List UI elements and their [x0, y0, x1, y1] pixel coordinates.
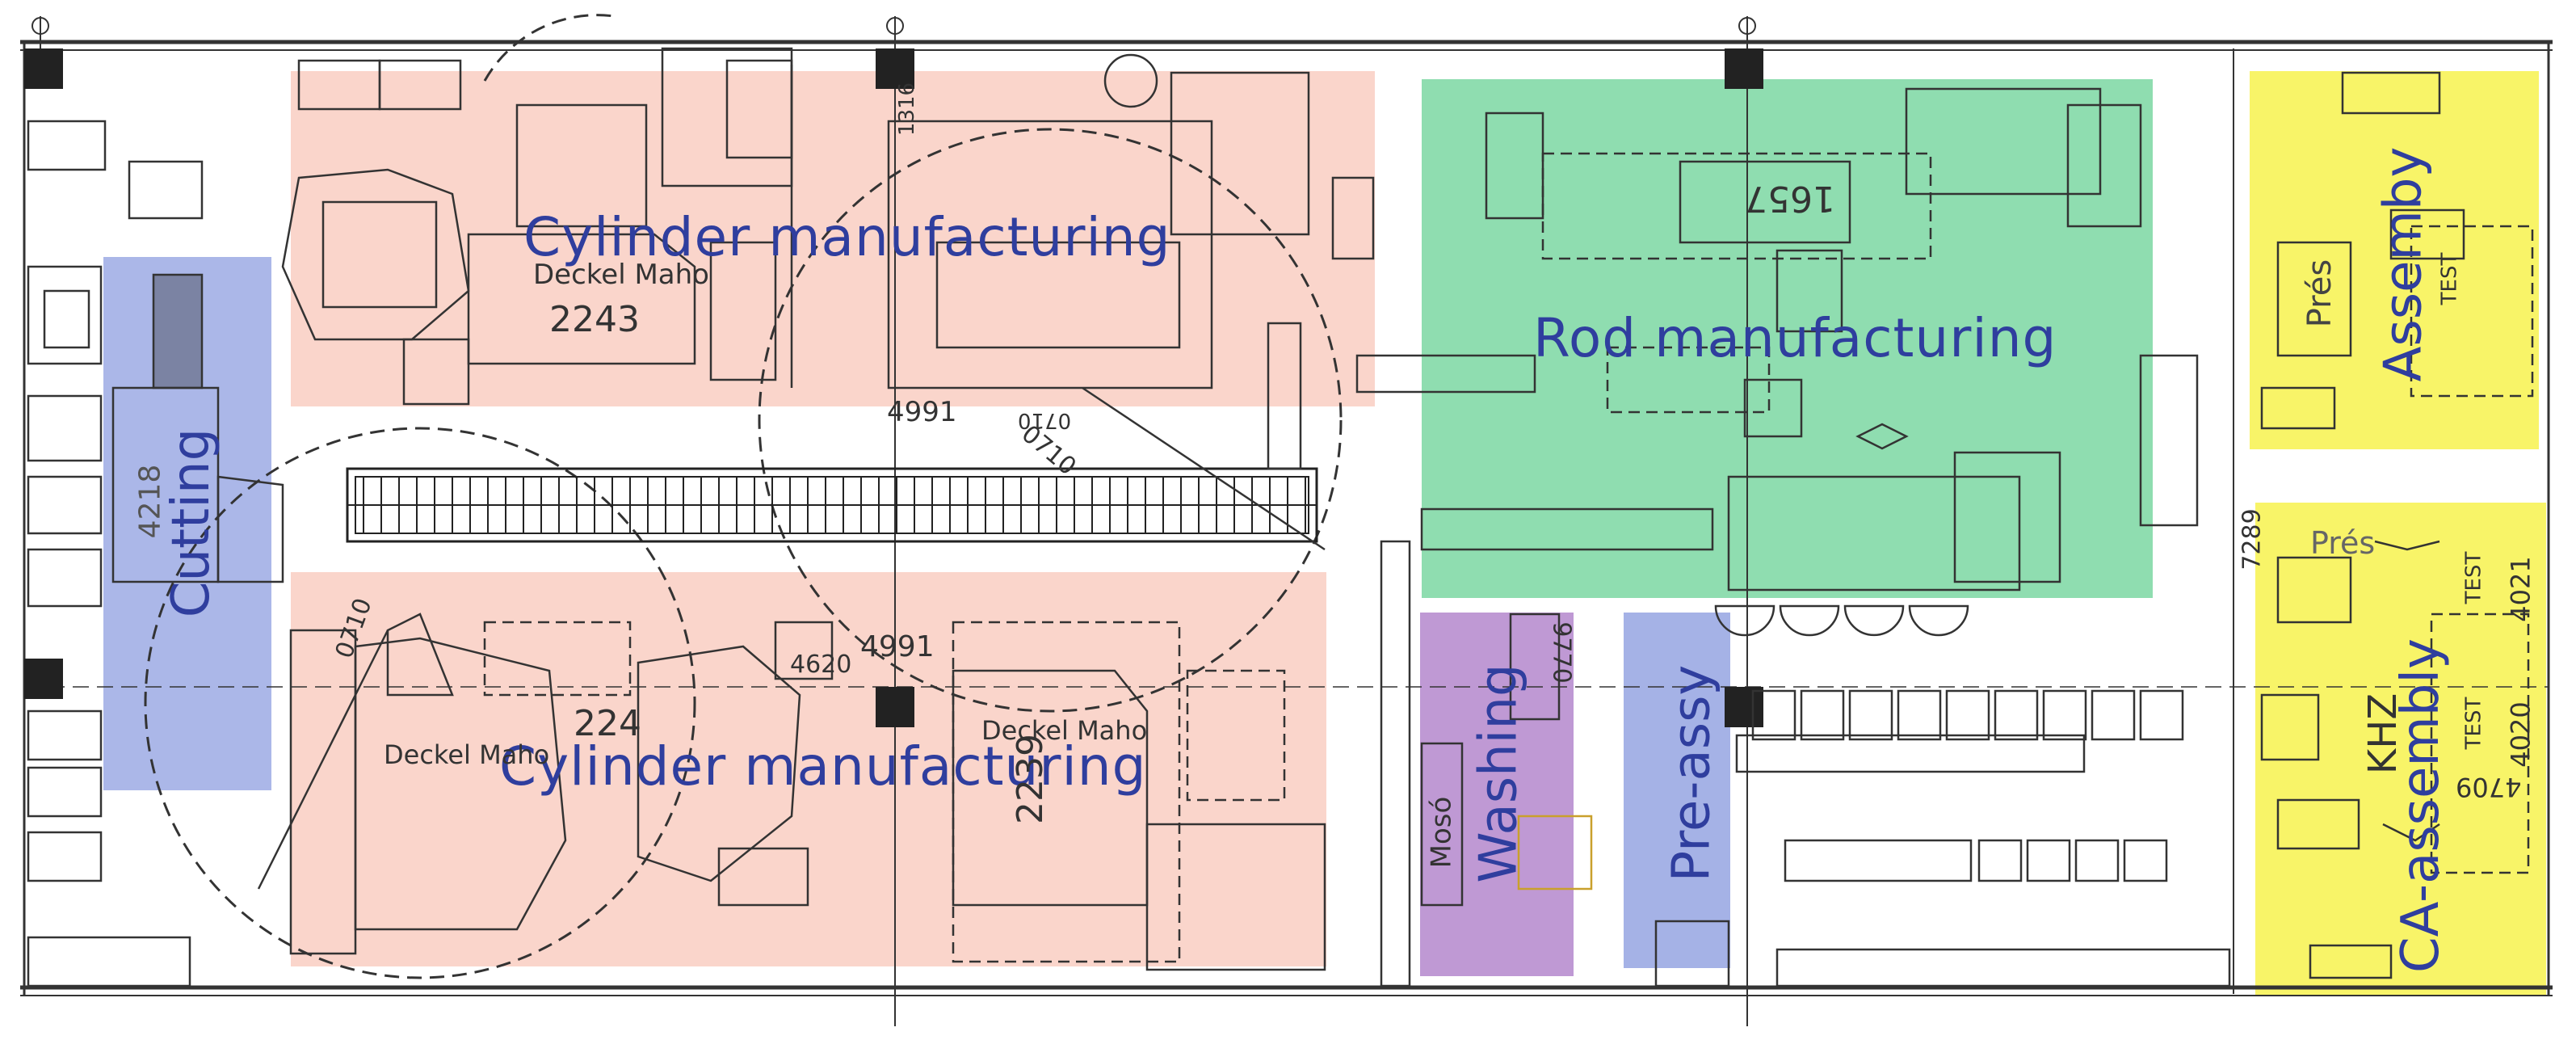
- zone-label-assembly-bottom: CA-assembly: [2391, 638, 2452, 974]
- zone-preassy: [1624, 613, 1730, 968]
- machine-number-4991-mid: 4991: [860, 630, 935, 663]
- machine-label-test-1: TEST: [2437, 252, 2462, 305]
- zone-assembly-top: [2250, 71, 2539, 449]
- machine-number-4218: 4218: [133, 464, 167, 539]
- zone-label-washing: Washing: [1469, 663, 1529, 883]
- machine-label-test-2: TEST: [2461, 551, 2486, 604]
- conveyor: [346, 467, 1318, 543]
- cylinder-bottom-machines: [257, 613, 1326, 971]
- zone-label-rod: Rod manufacturing: [1533, 307, 2057, 369]
- machine-number-2243: 2243: [549, 299, 640, 340]
- machine-label-pres-bottom: Prés: [2310, 525, 2376, 561]
- zone-label-cylinder-bottom: Cylinder manufacturing: [499, 735, 1147, 798]
- machine-number-4021: 4021: [2505, 556, 2536, 622]
- zone-cylinder-top: [291, 71, 1375, 406]
- machine-label-khz: KHZ: [2360, 693, 2406, 775]
- zone-washing: [1420, 613, 1574, 976]
- machine-label-pres-top: Prés: [2301, 259, 2339, 328]
- machine-number-7289: 7289: [2238, 508, 2267, 571]
- machine-number-4709: 4709: [2456, 772, 2522, 802]
- machine-number-1657: 1657: [1745, 178, 1835, 219]
- zone-label-assembly-top: Assemby: [2373, 146, 2434, 382]
- machine-label-test-3: TEST: [2461, 697, 2486, 750]
- cylinder-top-machines: [281, 47, 1375, 551]
- walls: [20, 16, 2553, 1026]
- machine-number-1316: 1316: [895, 82, 920, 137]
- machine-label-deckel-br: Deckel Maho: [981, 715, 1148, 746]
- machine-number-9770: 9770: [1547, 621, 1576, 684]
- robot-circles: [144, 14, 1343, 979]
- zone-label-cylinder-top: Cylinder manufacturing: [523, 206, 1171, 268]
- machine-number-4620: 4620: [790, 651, 852, 679]
- column-markers: [24, 48, 1763, 727]
- washing-preassy-machines: [1380, 540, 1730, 987]
- machine-label-deckel-bl: Deckel Maho: [384, 739, 550, 770]
- assembly-machines: [2260, 71, 2534, 979]
- zone-label-cutting: Cutting: [162, 427, 222, 618]
- machine-label-deckel-top: Deckel Maho: [533, 259, 709, 291]
- zone-cutting: [103, 257, 271, 790]
- zone-assembly-bottom: [2255, 503, 2546, 996]
- rod-machines: [1355, 87, 2199, 592]
- machine-label-moso: Mosó: [1425, 796, 1458, 869]
- machine-number-4991-top: 4991: [887, 396, 957, 428]
- conveyor-ticks: [363, 477, 1306, 533]
- preassy-stations: [1735, 689, 2231, 987]
- zone-label-preassy: Pre-assy: [1662, 664, 1722, 882]
- machine-number-2239: 2239: [1010, 734, 1051, 824]
- machine-number-224: 224: [574, 703, 641, 744]
- left-machines: [27, 120, 284, 987]
- rod-half-circles: [1714, 604, 1969, 637]
- machine-number-4020: 4020: [2505, 701, 2536, 768]
